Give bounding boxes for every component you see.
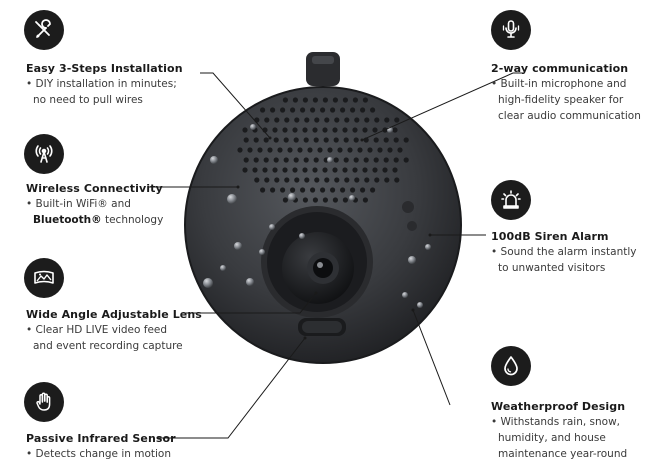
description-line: and event recording capture [33,340,183,352]
feature-title: 100dB Siren Alarm [491,230,609,243]
feature-title: Easy 3-Steps Installation [26,62,183,75]
feature-title: 2-way communication [491,62,629,75]
feature-title: Wireless Connectivity [26,182,163,195]
leader-lines [148,72,523,439]
speaker-grille [237,97,409,203]
feature-description: • Detects change in motion [26,446,171,462]
description-text: technology [101,214,164,226]
description-line: • DIY installation in minutes; [26,78,177,90]
feature-description: • Built-in WiFi® and Bluetooth® technolo… [26,196,163,228]
description-line: • Clear HD LIVE video feed [26,324,168,336]
description-line: Bluetooth® technology [26,212,163,228]
feature-description: • Sound the alarm instantly to unwanted … [491,244,636,276]
description-line: • Built-in WiFi® and [26,198,131,210]
description-line: • Detects change in motion [26,448,172,460]
brand-logo-icon [402,201,417,231]
description-line: high-fidelity speaker for [498,94,624,106]
feature-title: Wide Angle Adjustable Lens [26,308,202,321]
feature-title: Weatherproof Design [491,400,626,413]
wrench-screwdriver-icon [24,10,64,50]
description-line: humidity, and house [498,432,606,444]
description-line: • Built-in microphone and [491,78,627,90]
description-line: maintenance year-round [498,448,628,460]
feature-description: • Built-in microphone and high-fidelity … [491,76,641,124]
water-droplets [203,124,431,308]
feature-description: • Withstands rain, snow, humidity, and h… [491,414,627,462]
microphone-icon [491,10,531,50]
description-line: • Sound the alarm instantly [491,246,637,258]
hand-icon [24,382,64,422]
feature-description: • Clear HD LIVE video feed and event rec… [26,322,183,354]
description-line: • Withstands rain, snow, [491,416,620,428]
wireless-antenna-icon [24,134,64,174]
bluetooth-label: Bluetooth® [33,214,102,226]
water-drop-icon [491,346,531,386]
description-line: to unwanted visitors [498,262,606,274]
panorama-icon [24,258,64,298]
feature-description: • DIY installation in minutes; no need t… [26,76,177,108]
alarm-bell-icon [491,180,531,220]
description-line: no need to pull wires [33,94,143,106]
feature-title: Passive Infrared Sensor [26,432,176,445]
description-line: clear audio communication [498,110,641,122]
